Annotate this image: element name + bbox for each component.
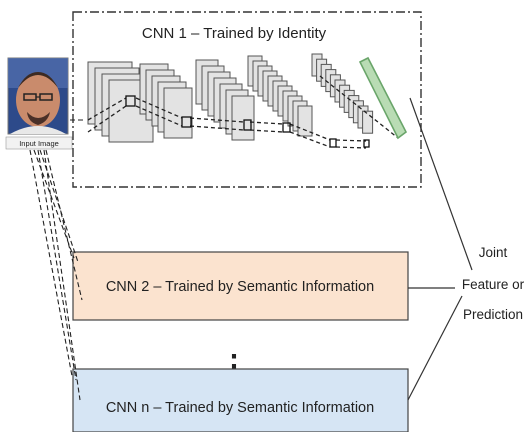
input-to-cnn-lines	[29, 119, 84, 401]
input-image	[7, 57, 69, 135]
cnnn-box	[72, 368, 409, 433]
cnn1-title: CNN 1 – Trained by Identity	[142, 25, 327, 42]
cnn1-fc-layer	[358, 56, 408, 140]
cnn1-layers	[87, 53, 374, 143]
input-label-box	[5, 136, 73, 150]
output-line-1: Joint	[479, 245, 508, 260]
output-line-3: Prediction	[463, 307, 523, 322]
conv-layer-map	[163, 87, 193, 139]
input-image-label: Input Image	[19, 139, 59, 148]
cnnn-title: CNN n – Trained by Semantic Information	[106, 400, 374, 416]
output-arrows	[407, 97, 473, 401]
output-line-2: Feature or	[462, 277, 525, 292]
conv-layer-map	[231, 95, 255, 141]
conv-layer-map	[362, 110, 374, 134]
cnn1-projections	[87, 75, 399, 149]
cnn1-box	[72, 11, 422, 188]
cnn1-kernels	[125, 95, 370, 148]
cnn2-box	[72, 251, 409, 321]
cnn2-title: CNN 2 – Trained by Semantic Information	[106, 279, 374, 295]
conv-layer-map	[297, 105, 313, 137]
